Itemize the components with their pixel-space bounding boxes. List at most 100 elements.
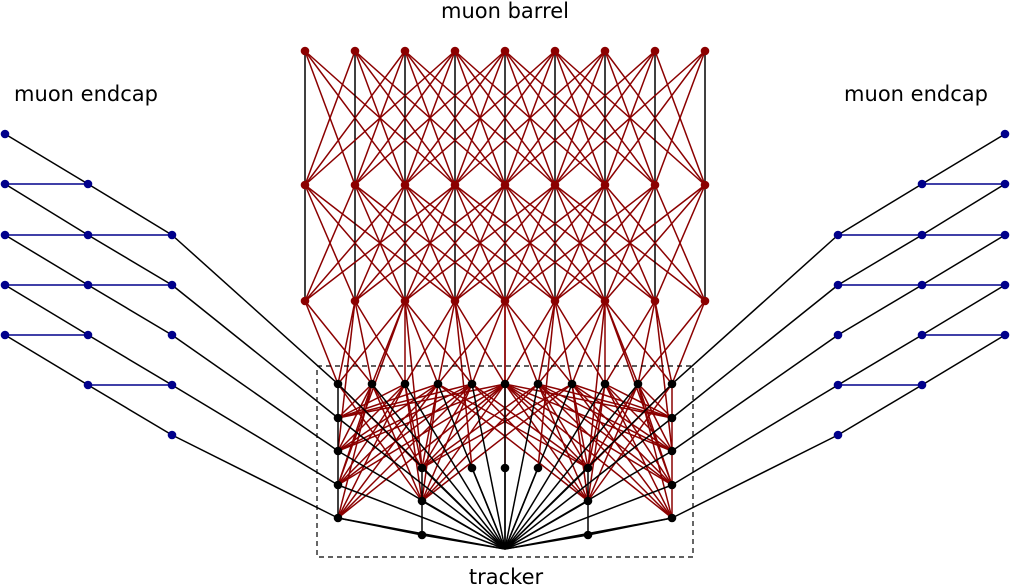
tracker-edge	[421, 383, 506, 469]
barrel-edge	[504, 50, 656, 186]
tracker-edge	[571, 383, 673, 519]
barrel-tracker-edge	[454, 300, 473, 469]
tracker-apex-edge	[404, 383, 506, 550]
barrel-edge	[404, 50, 556, 186]
barrel-tracker-edge	[504, 300, 573, 385]
endcap-node	[167, 230, 177, 240]
tracker-edge	[404, 383, 423, 469]
endcap-edge	[4, 183, 89, 236]
barrel-node	[550, 296, 560, 306]
barrel-tracker-edge	[404, 300, 473, 385]
endcap-node	[0, 230, 10, 240]
barrel-tracker-edge	[454, 300, 473, 385]
barrel-edge	[454, 50, 606, 186]
tracker-node	[667, 446, 677, 456]
endcap-node	[0, 330, 10, 340]
endcap-node	[167, 380, 177, 390]
barrel-node	[700, 296, 710, 306]
barrel-node	[600, 296, 610, 306]
tracker-edge	[337, 383, 439, 419]
barrel-node	[300, 180, 310, 190]
endcap-node	[833, 230, 843, 240]
muon-endcap-left-label: muon endcap	[14, 82, 158, 106]
tracker-node	[667, 379, 677, 389]
tracker-node	[333, 379, 343, 389]
tracker-node	[417, 496, 427, 506]
barrel-node	[350, 180, 360, 190]
endcap-tracker-edge	[171, 334, 339, 452]
endcap-tracker-edge	[171, 384, 339, 486]
barrel-tracker-edge	[337, 300, 356, 385]
tracker-node	[500, 379, 510, 389]
endcap-edge	[87, 284, 173, 336]
barrel-tracker-edge	[637, 300, 706, 385]
tracker-node	[333, 413, 343, 423]
endcap-edge	[87, 183, 173, 236]
tracker-edge	[537, 383, 673, 486]
barrel-edge	[554, 184, 656, 302]
muon-barrel-label: muon barrel	[441, 0, 569, 23]
barrel-edge	[504, 184, 606, 302]
tracker-apex-edge	[421, 467, 506, 550]
barrel-edge	[354, 50, 506, 186]
endcap-node	[167, 430, 177, 440]
barrel-edge	[304, 50, 406, 186]
barrel-tracker-edge	[671, 300, 706, 385]
tracker-edge	[337, 383, 439, 452]
tracker-node	[533, 463, 543, 473]
tracker-node	[417, 530, 427, 540]
barrel-node	[700, 180, 710, 190]
tracker-apex-edge	[471, 467, 506, 550]
endcap-node	[1000, 179, 1010, 189]
endcap-node	[0, 280, 10, 290]
endcap-node	[0, 179, 10, 189]
tracker-node	[583, 530, 593, 540]
tracker-edge	[421, 383, 573, 502]
tracker-node	[583, 463, 593, 473]
barrel-node	[550, 180, 560, 190]
barrel-edge	[354, 184, 506, 302]
barrel-tracker-edge	[604, 300, 673, 385]
endcap-node	[833, 430, 843, 440]
barrel-edge	[604, 184, 706, 302]
endcap-node	[917, 230, 927, 240]
endcap-edge	[87, 334, 173, 386]
barrel-tracker-edge	[587, 300, 606, 469]
barrel-tracker-edge	[637, 300, 656, 385]
endcap-node	[83, 230, 93, 240]
barrel-tracker-edge	[437, 300, 506, 385]
barrel-tracker-edge	[404, 300, 456, 385]
barrel-node	[350, 46, 360, 56]
barrel-tracker-edge	[604, 300, 656, 385]
barrel-edge	[504, 50, 606, 186]
tracker-node	[667, 480, 677, 490]
tracker-edge	[637, 383, 673, 452]
endcap-edge	[87, 384, 173, 436]
tracker-edge	[587, 383, 639, 469]
tracker-edge	[337, 383, 406, 419]
endcap-node	[167, 330, 177, 340]
tracker-edge	[537, 383, 673, 419]
barrel-edge	[404, 184, 506, 302]
endcap-node	[917, 280, 927, 290]
barrel-edge	[604, 50, 706, 186]
barrel-node	[450, 180, 460, 190]
barrel-node	[600, 180, 610, 190]
tracker-node	[583, 496, 593, 506]
barrel-tracker-edge	[454, 300, 506, 385]
tracker-apex-edge	[504, 500, 589, 550]
endcap-edge	[921, 334, 1006, 386]
tracker-apex-edge	[504, 383, 639, 550]
barrel-node	[300, 46, 310, 56]
endcap-tracker-edge	[671, 284, 839, 419]
tracker-edge	[637, 383, 673, 486]
endcap-edge	[87, 234, 173, 286]
tracker-apex-edge	[471, 383, 506, 550]
barrel-edge	[554, 184, 706, 302]
endcap-node	[83, 179, 93, 189]
endcap-edge	[837, 234, 923, 286]
endcap-edge	[921, 234, 1006, 286]
barrel-tracker-edge	[504, 300, 556, 385]
barrel-edge	[304, 50, 456, 186]
